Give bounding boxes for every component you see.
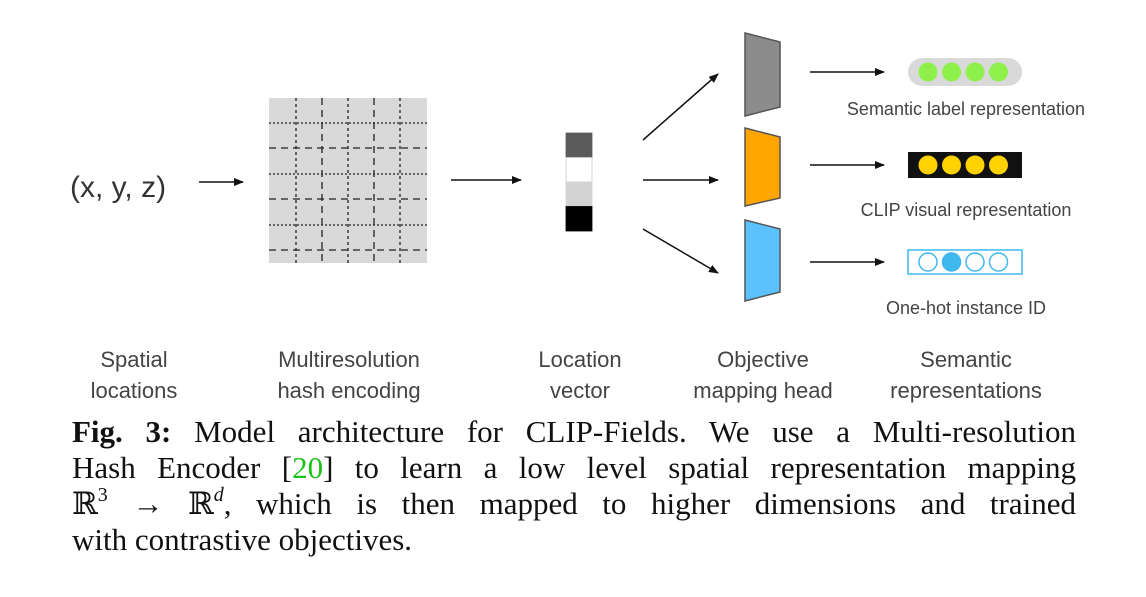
stage-label-head-1: Objective bbox=[717, 347, 809, 372]
clip-visual-output bbox=[908, 152, 1022, 178]
math-sup-d: d bbox=[213, 483, 224, 506]
math-real-lhs: ℝ bbox=[72, 486, 98, 522]
hash-grid-background bbox=[269, 98, 427, 263]
instance-id-caption: One-hot instance ID bbox=[886, 298, 1046, 318]
caption-line-3: ℝ3 → ℝd, which is then mapped to higher … bbox=[72, 483, 1076, 522]
input-coordinates: (x, y, z) bbox=[70, 171, 166, 204]
output-circle bbox=[965, 252, 985, 272]
location-vector bbox=[565, 132, 593, 232]
output-circle bbox=[988, 252, 1009, 272]
arrow-vector-to-label-head bbox=[642, 73, 719, 141]
math-sup-3: 3 bbox=[97, 483, 108, 506]
clip-visual-head bbox=[744, 127, 781, 207]
stage-label-semantic-2: representations bbox=[890, 378, 1042, 403]
stage-label-vector-2: vector bbox=[550, 378, 610, 403]
architecture-diagram: (x, y, z) Semantic label representation … bbox=[70, 32, 1085, 403]
output-circle bbox=[989, 62, 1008, 82]
output-circle bbox=[918, 62, 938, 82]
output-circle bbox=[942, 62, 961, 82]
stage-label-spatial-1: Spatial bbox=[100, 347, 167, 372]
figure-number: Fig. 3: bbox=[72, 414, 172, 449]
location-vector-cell bbox=[565, 132, 593, 158]
output-circle-active bbox=[941, 252, 962, 272]
caption-line-4: with contrastive objectives. bbox=[72, 522, 1076, 558]
location-vector-cell bbox=[565, 181, 593, 207]
clip-visual-caption: CLIP visual representation bbox=[861, 200, 1072, 220]
stage-label-spatial-2: locations bbox=[91, 378, 178, 403]
semantic-label-output bbox=[908, 58, 1022, 86]
math-arrow: → bbox=[107, 486, 188, 521]
hash-encoding-grid bbox=[269, 98, 427, 263]
figure-caption: Fig. 3: Model architecture for CLIP-Fiel… bbox=[72, 414, 1076, 558]
location-vector-cell bbox=[565, 206, 593, 232]
instance-id-head bbox=[744, 219, 781, 302]
semantic-label-caption: Semantic label representation bbox=[847, 99, 1085, 119]
output-circle bbox=[918, 252, 938, 272]
arrow-vector-to-instance-head bbox=[642, 228, 719, 274]
stage-label-head-2: mapping head bbox=[693, 378, 832, 403]
location-vector-cell bbox=[565, 157, 593, 183]
semantic-label-head bbox=[744, 32, 781, 117]
output-circle bbox=[965, 155, 985, 175]
stage-label-semantic-1: Semantic bbox=[920, 347, 1012, 372]
caption-line-1: Fig. 3: Model architecture for CLIP-Fiel… bbox=[72, 414, 1076, 450]
stage-label-hash-2: hash encoding bbox=[277, 378, 420, 403]
output-circle bbox=[918, 155, 938, 175]
output-circle bbox=[942, 155, 961, 175]
stage-label-vector-1: Location bbox=[538, 347, 621, 372]
caption-text-4: with contrastive objectives. bbox=[72, 522, 413, 557]
instance-id-output bbox=[907, 249, 1023, 275]
caption-text-2a: Hash Encoder [ bbox=[72, 450, 293, 485]
caption-line-2: Hash Encoder [20] to learn a low level s… bbox=[72, 450, 1076, 486]
caption-text-2b: ] to learn a low level spatial represent… bbox=[323, 450, 1077, 485]
caption-text-3: , which is then mapped to higher dimensi… bbox=[223, 486, 1076, 521]
math-real-rhs: ℝ bbox=[187, 486, 214, 522]
stage-label-hash-1: Multiresolution bbox=[278, 347, 420, 372]
output-circle bbox=[989, 155, 1008, 175]
citation-link[interactable]: 20 bbox=[292, 450, 324, 485]
output-circle bbox=[965, 62, 985, 82]
caption-text-1: Model architecture for CLIP-Fields. We u… bbox=[171, 414, 1076, 449]
